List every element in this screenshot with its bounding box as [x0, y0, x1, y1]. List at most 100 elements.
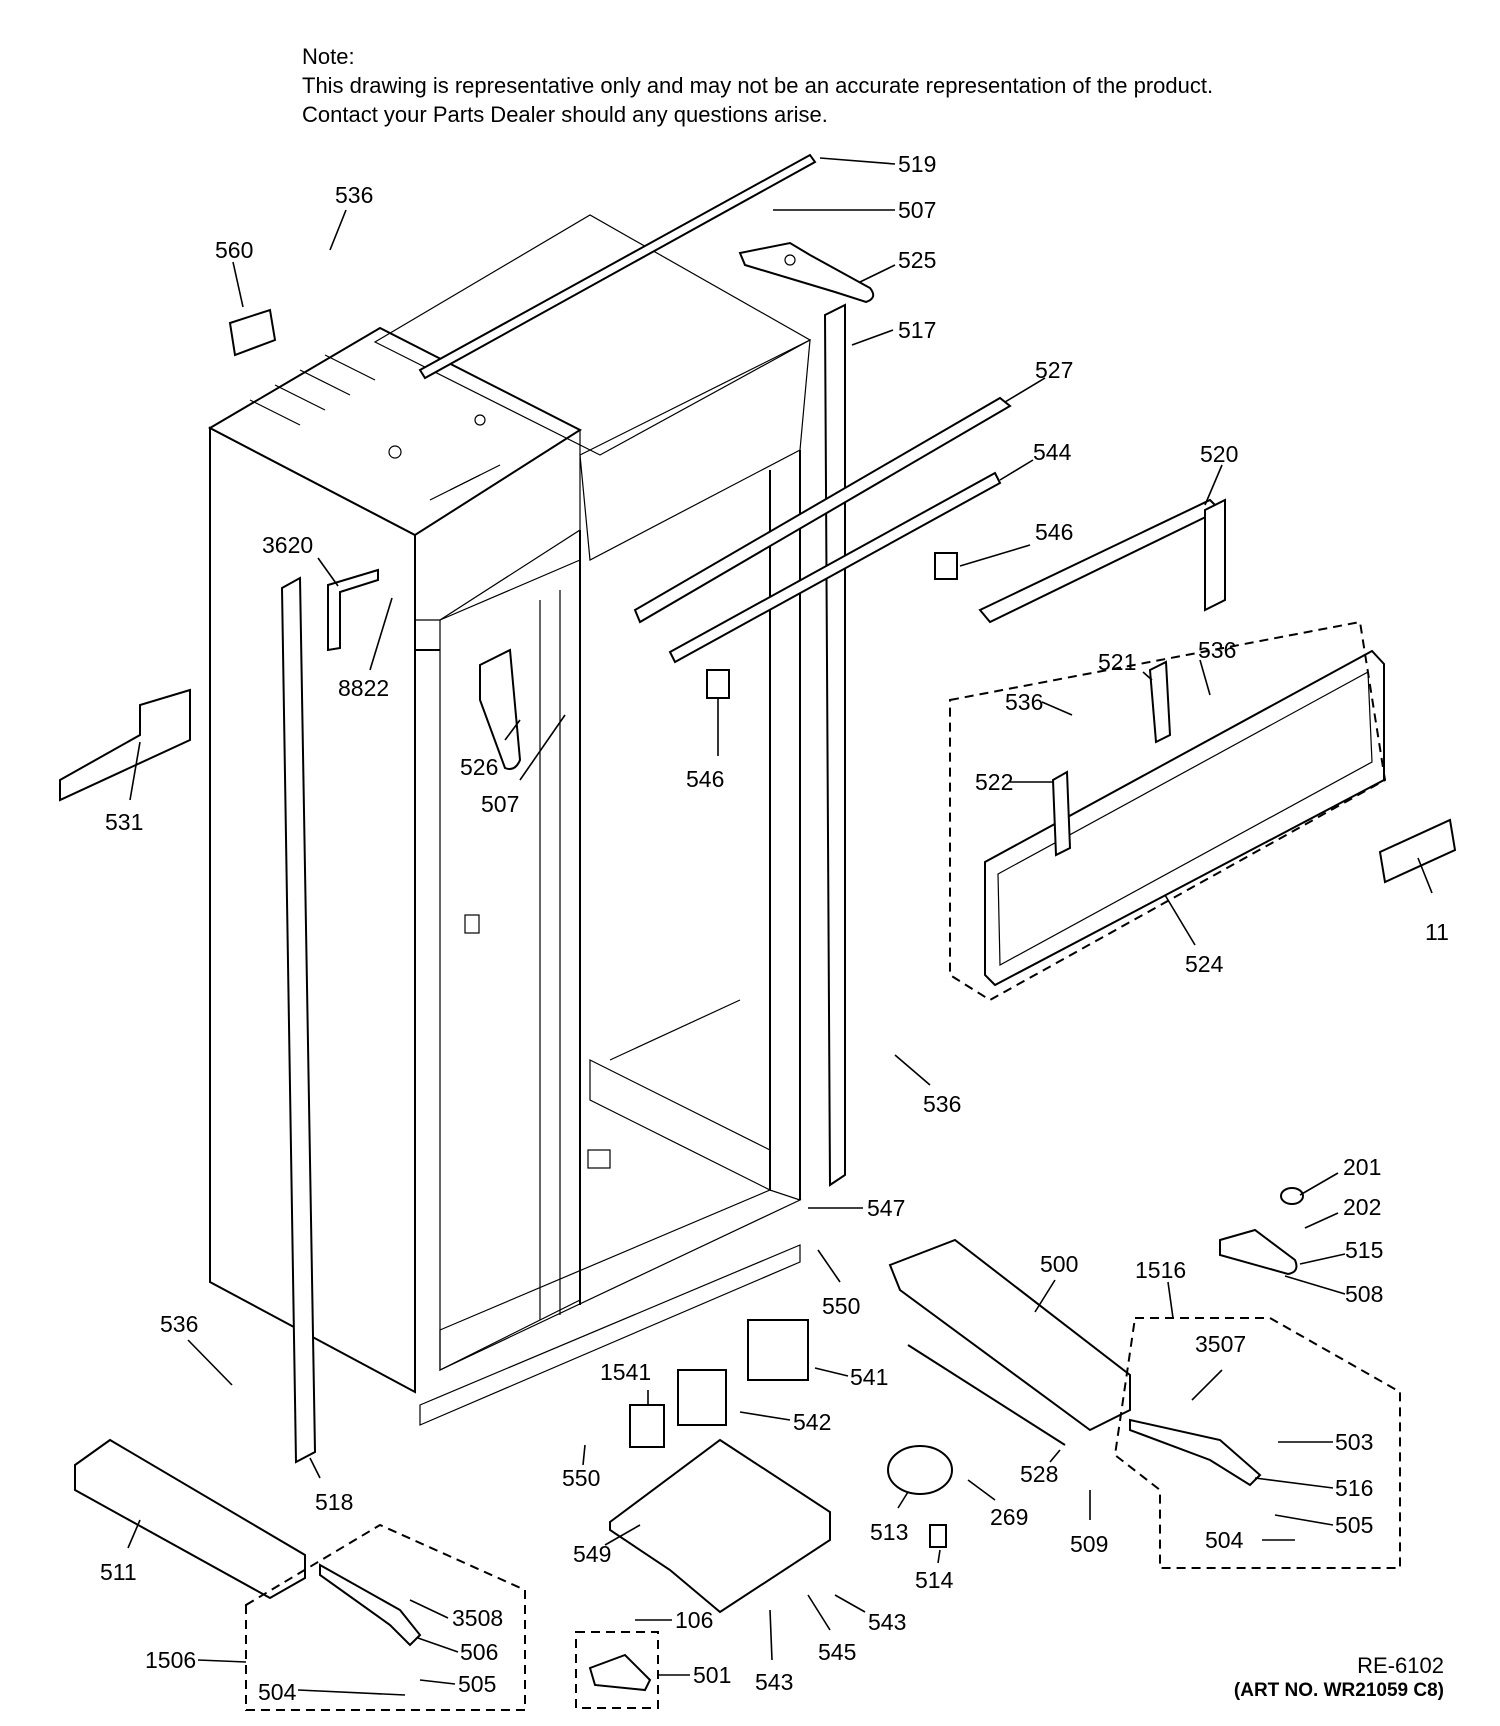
callout-label: 501	[693, 1662, 731, 1688]
callout-label: 11	[1425, 919, 1449, 945]
callout-label: 201	[1343, 1154, 1381, 1180]
part-518-strip	[280, 576, 317, 1464]
callout-label: 536	[160, 1311, 198, 1337]
callout-label: 505	[1335, 1512, 1373, 1538]
callout-544: 544	[999, 439, 1072, 481]
callout-label: 560	[215, 237, 253, 263]
callout-label: 531	[105, 809, 143, 835]
callout-1506: 1506	[145, 1647, 247, 1673]
art-number: (ART NO. WR21059 C8)	[1233, 1680, 1444, 1701]
callout-label: 106	[675, 1607, 713, 1633]
callout-507-mid: 507	[481, 714, 566, 817]
callout-label: 513	[870, 1519, 908, 1545]
callout-label: 549	[573, 1541, 611, 1567]
callout-524: 524	[1164, 894, 1224, 977]
callout-label: 543	[755, 1669, 793, 1695]
callout-label: 546	[1035, 519, 1073, 545]
callout-label: 542	[793, 1409, 831, 1435]
callout-514: 514	[915, 1549, 954, 1593]
callout-507-top: 507	[773, 197, 936, 223]
callout-label: 525	[898, 247, 936, 273]
drawing-note: Note: This drawing is representative onl…	[302, 42, 1213, 129]
part-519-rail	[418, 153, 817, 380]
callout-label: 543	[868, 1609, 906, 1635]
callout-546-right: 546	[959, 519, 1073, 567]
callout-label: 546	[686, 766, 724, 792]
callout-label: 518	[315, 1489, 353, 1515]
callout-label: 545	[818, 1639, 856, 1665]
callout-536-mid: 536	[894, 1054, 961, 1117]
callout-549: 549	[573, 1524, 641, 1567]
callout-201: 201	[1299, 1154, 1381, 1196]
part-528-rod	[907, 1344, 1066, 1446]
callout-526: 526	[460, 719, 521, 780]
part-544-channel	[668, 471, 1002, 664]
note-line-1: This drawing is representative only and …	[302, 73, 1214, 98]
callout-528: 528	[1020, 1449, 1061, 1487]
callout-505-right: 505	[1274, 1512, 1373, 1538]
callout-3620: 3620	[262, 532, 339, 587]
part-541-542-transformers	[629, 1319, 809, 1448]
callout-506: 506	[417, 1637, 498, 1665]
callout-546-mid: 546	[686, 698, 724, 792]
callout-518: 518	[309, 1457, 353, 1515]
callout-label: 3507	[1195, 1331, 1246, 1357]
callout-508: 508	[1284, 1275, 1383, 1307]
callout-106: 106	[635, 1607, 713, 1633]
callout-504-right: 504	[1205, 1527, 1295, 1553]
callout-504-left: 504	[258, 1679, 406, 1705]
callout-550-b: 550	[562, 1444, 600, 1491]
part-516-506-closers	[319, 1418, 1262, 1647]
reference-block: RE-6102 (ART NO. WR21059 C8)	[1234, 1653, 1444, 1703]
cabinet-case	[207, 214, 812, 1426]
note-line-2: Contact your Parts Dealer should any que…	[302, 102, 828, 127]
callout-label: 1541	[600, 1359, 651, 1385]
group-box-1516	[1113, 1317, 1401, 1569]
callout-3508: 3508	[409, 1599, 503, 1631]
callout-label: 536	[1005, 689, 1043, 715]
callout-label: 536	[923, 1091, 961, 1117]
callout-label: 506	[460, 1639, 498, 1665]
callout-515: 515	[1299, 1237, 1383, 1265]
part-525-hinge	[738, 241, 875, 304]
callout-label: 528	[1020, 1461, 1058, 1487]
callout-label: 1516	[1135, 1257, 1186, 1283]
callout-label: 547	[867, 1195, 905, 1221]
callout-label: 514	[915, 1567, 954, 1593]
callout-547: 547	[808, 1195, 905, 1221]
callout-label: 517	[898, 317, 936, 343]
part-515-hinge-right	[1219, 1187, 1304, 1276]
callout-label: 536	[335, 182, 373, 208]
callout-531: 531	[105, 741, 143, 835]
callout-label: 544	[1033, 439, 1072, 465]
callout-label: 516	[1335, 1475, 1373, 1501]
callout-label: 504	[1205, 1527, 1244, 1553]
callout-519: 519	[819, 151, 936, 177]
callout-541: 541	[814, 1364, 888, 1390]
part-11-badge	[1378, 818, 1457, 884]
callout-label: 505	[458, 1671, 496, 1697]
callout-1541: 1541	[600, 1359, 651, 1405]
callout-202: 202	[1304, 1194, 1381, 1229]
group-box-trim-kit	[949, 620, 1387, 1002]
callout-label: 202	[1343, 1194, 1381, 1220]
callout-505-left: 505	[419, 1671, 496, 1697]
callout-label: 509	[1070, 1531, 1108, 1557]
callout-label: 8822	[338, 675, 389, 701]
callout-label: 3620	[262, 532, 313, 558]
callout-label: 508	[1345, 1281, 1383, 1307]
part-531-shield	[59, 688, 191, 802]
callout-11: 11	[1417, 857, 1449, 945]
callout-517: 517	[851, 317, 936, 346]
part-527-channel	[633, 396, 1012, 624]
callout-label: 269	[990, 1504, 1028, 1530]
callout-label: 520	[1200, 441, 1238, 467]
callout-label: 3508	[452, 1605, 503, 1631]
callout-527: 527	[1004, 357, 1073, 403]
callout-269: 269	[967, 1479, 1028, 1530]
callout-label: 550	[822, 1293, 860, 1319]
callout-label: 507	[898, 197, 936, 223]
callout-513: 513	[870, 1491, 909, 1545]
part-513-514-fan	[887, 1445, 953, 1548]
